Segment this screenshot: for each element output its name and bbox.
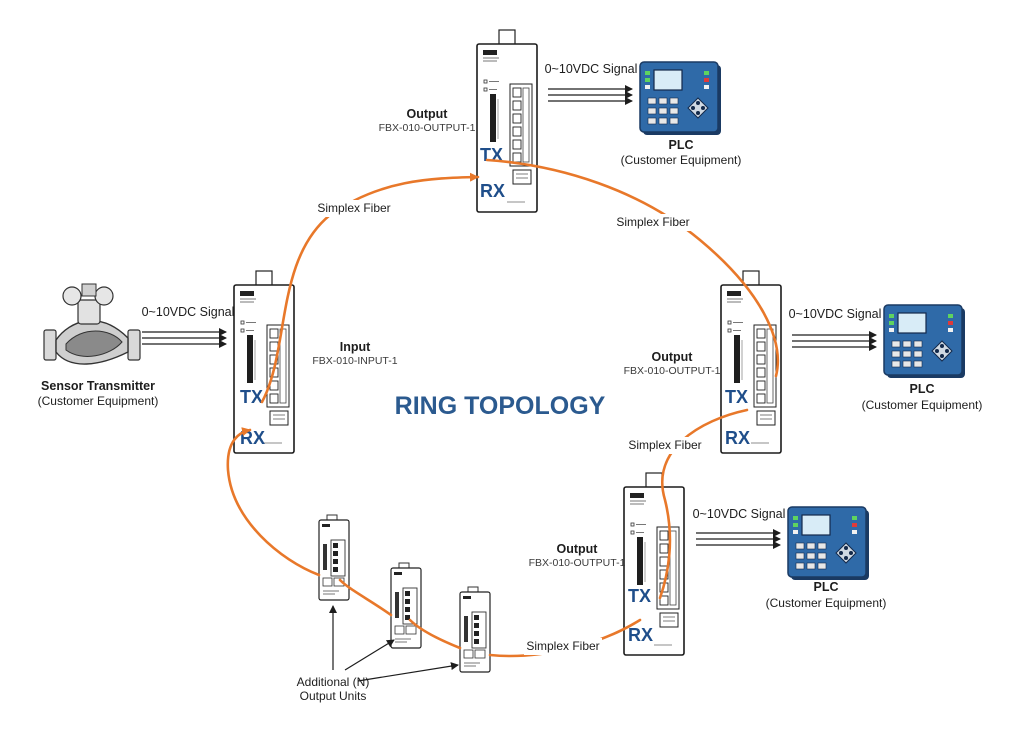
- output-right-signal-arrow: [792, 331, 877, 351]
- output-right-rx-label: RX: [725, 428, 750, 448]
- plc-right-sub: (Customer Equipment): [862, 398, 983, 412]
- output-bottom-model: FBX-010-OUTPUT-1: [529, 557, 626, 569]
- output-bottom-name: Output: [557, 542, 599, 556]
- output-bottom-rx-label: RX: [628, 625, 653, 645]
- plc-right-icon: [883, 304, 966, 379]
- fiber-label-bottom: Simplex Fiber: [526, 639, 599, 653]
- output-bottom-signal-label: 0~10VDC Signal: [693, 507, 786, 521]
- output-top-name: Output: [407, 107, 449, 121]
- output-top-signal-label: 0~10VDC Signal: [545, 62, 638, 76]
- plc-bottom-icon: [787, 506, 870, 581]
- input-name: Input: [340, 340, 371, 354]
- plc-top-name: PLC: [669, 138, 694, 152]
- fiber-right-to-bottom: [658, 408, 749, 600]
- additional-unit-1-icon: [318, 514, 350, 601]
- additional-units-line2: Output Units: [300, 689, 367, 703]
- output-right-signal-label: 0~10VDC Signal: [789, 307, 882, 321]
- fiber-label-top-left: Simplex Fiber: [317, 201, 390, 215]
- output-right-model: FBX-010-OUTPUT-1: [624, 365, 721, 377]
- additional-unit-3-icon: [459, 586, 491, 673]
- additional-units-pointers: [329, 605, 459, 682]
- output-right-module-icon: [720, 270, 782, 454]
- fiber-top-to-right: [485, 158, 780, 378]
- input-tx-label: TX: [240, 387, 263, 407]
- input-module-icon: [233, 270, 295, 454]
- sensor-sub: (Customer Equipment): [38, 394, 159, 408]
- fiber-units-to-input: [226, 427, 321, 577]
- output-top-signal-arrow: [548, 85, 633, 105]
- plc-bottom-name: PLC: [814, 580, 839, 594]
- additional-unit-2-icon: [390, 562, 422, 649]
- fiber-label-top-right: Simplex Fiber: [616, 215, 689, 229]
- fiber-label-right: Simplex Fiber: [628, 438, 701, 452]
- additional-units-line1: Additional (N): [297, 675, 370, 689]
- diagram-title: RING TOPOLOGY: [395, 392, 606, 420]
- plc-top-sub: (Customer Equipment): [621, 153, 742, 167]
- sensor-signal-arrow: [142, 328, 227, 348]
- output-bottom-tx-label: TX: [628, 586, 651, 606]
- fiber-units-chain: [338, 578, 462, 650]
- output-right-name: Output: [652, 350, 694, 364]
- plc-bottom-sub: (Customer Equipment): [766, 596, 887, 610]
- sensor-name: Sensor Transmitter: [41, 379, 155, 393]
- plc-top-icon: [639, 61, 722, 136]
- sensor-signal-label: 0~10VDC Signal: [142, 305, 235, 319]
- output-top-model: FBX-010-OUTPUT-1: [379, 122, 476, 134]
- flow-meter-icon: [43, 283, 141, 365]
- output-bottom-signal-arrow: [696, 529, 781, 549]
- output-top-rx-label: RX: [480, 181, 505, 201]
- output-right-tx-label: TX: [725, 387, 748, 407]
- plc-right-name: PLC: [910, 382, 935, 396]
- input-model: FBX-010-INPUT-1: [312, 355, 397, 367]
